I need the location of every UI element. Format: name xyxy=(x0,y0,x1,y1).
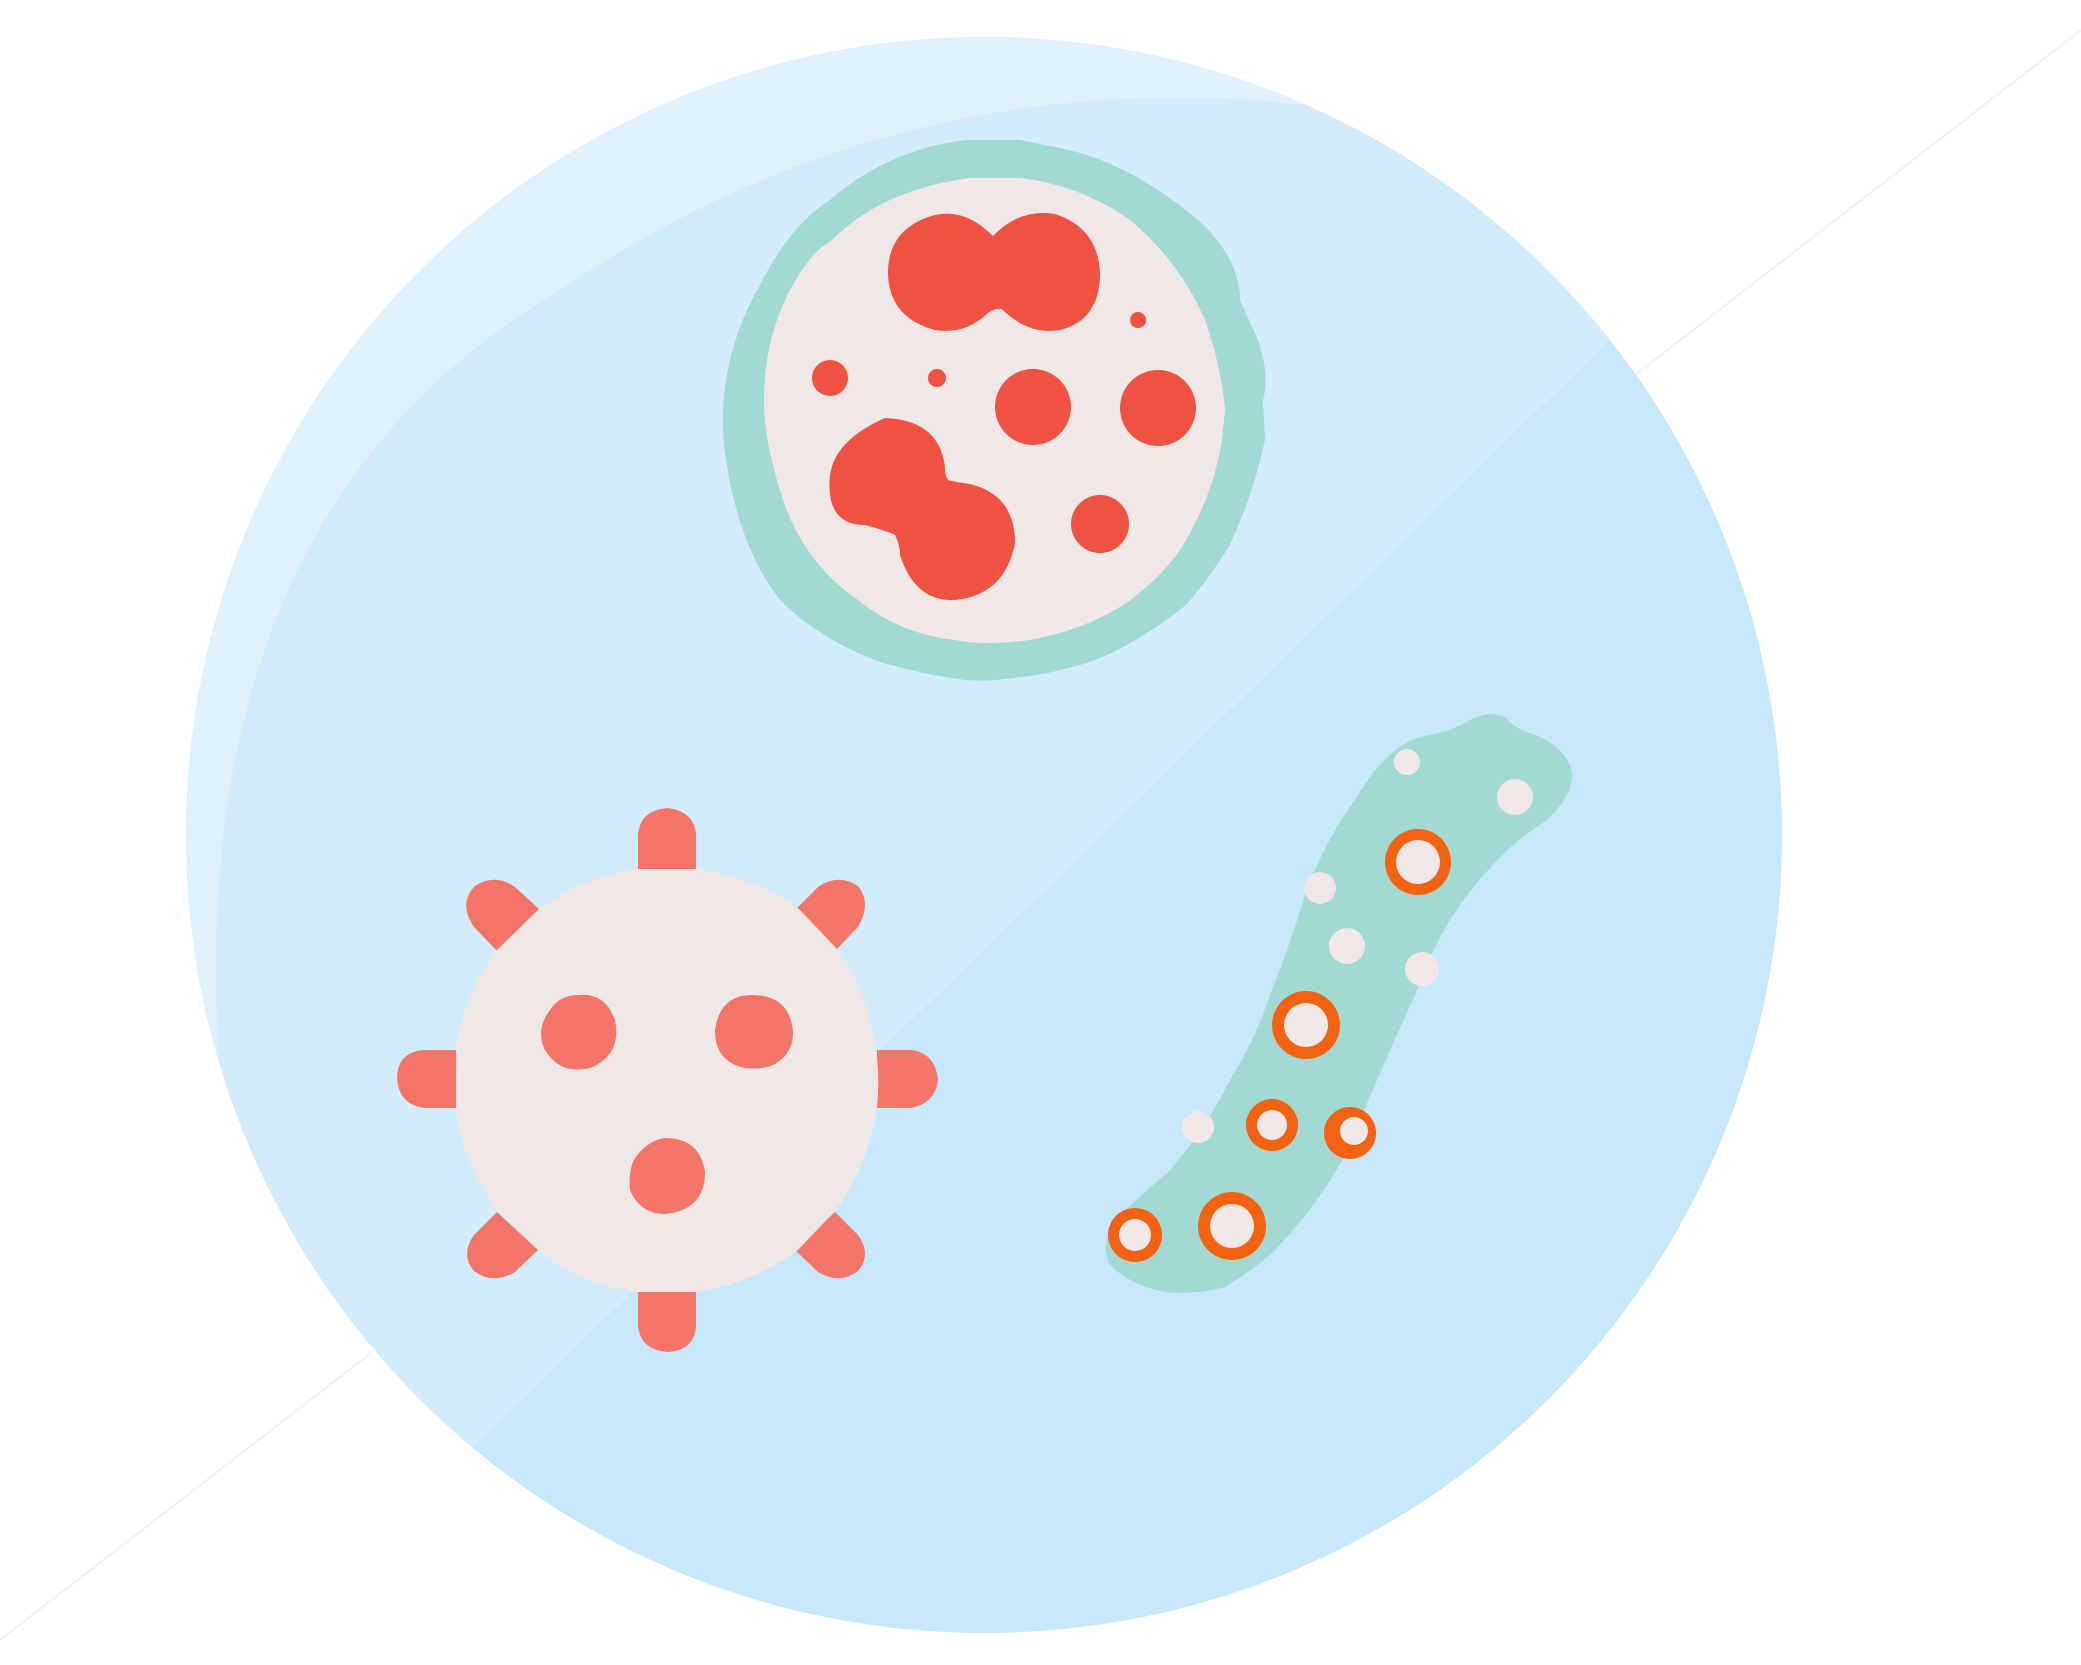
virus-spikes xyxy=(397,808,938,1352)
spore-ringed-1 xyxy=(1385,829,1451,895)
spore-ringed-4 xyxy=(1324,1107,1376,1159)
spore-plain-5 xyxy=(1405,952,1439,986)
spore-plain-3 xyxy=(1304,872,1336,904)
virus-spike-bottom xyxy=(638,1292,696,1352)
virus-capsid xyxy=(456,869,879,1292)
spore-ringed-6 xyxy=(1108,1208,1162,1262)
virus-spike-bottom-left xyxy=(467,1212,538,1279)
white-blood-cell xyxy=(723,140,1266,681)
virus-dot-3 xyxy=(629,1138,705,1214)
nucleus-granule-3 xyxy=(1071,495,1129,553)
bacterium-spores-ringed xyxy=(1108,829,1451,1262)
virus-spike-top-left xyxy=(466,879,540,951)
bacterium-spores-plain xyxy=(1182,749,1533,1143)
petri-dish-light-band xyxy=(186,37,1700,1633)
nucleus-lobe-top xyxy=(887,212,1100,331)
spore-plain-1 xyxy=(1394,749,1420,775)
spore-ringed-3 xyxy=(1246,1099,1298,1151)
virus-spike-top-right xyxy=(795,879,865,951)
spore-plain-6 xyxy=(1182,1111,1214,1143)
virus-spike-bottom-right xyxy=(795,1212,865,1279)
virus-spike-top xyxy=(638,808,696,869)
cell-nuclei xyxy=(812,212,1196,601)
spore-plain-2 xyxy=(1497,779,1533,815)
bacterium xyxy=(1105,714,1572,1293)
spore-plain-4 xyxy=(1329,928,1365,964)
spore-ringed-5 xyxy=(1198,1192,1266,1260)
virus-spike-right xyxy=(877,1050,938,1108)
nucleus-granule-6 xyxy=(1130,312,1146,328)
virus-spike-left xyxy=(397,1050,456,1108)
nucleus-granule-2 xyxy=(1120,370,1196,446)
petri-dish-rim-highlight xyxy=(186,37,1310,1100)
virus-dot-1 xyxy=(541,994,617,1070)
spore-ringed-2 xyxy=(1272,991,1340,1059)
nucleus-granule-1 xyxy=(995,369,1071,445)
nucleus-granule-5 xyxy=(928,369,946,387)
nucleus-lobe-bottom xyxy=(829,418,1015,601)
bacterium-body xyxy=(1105,714,1572,1293)
virus-dots xyxy=(541,994,793,1214)
nucleus-granule-4 xyxy=(812,360,848,396)
virus xyxy=(397,808,938,1352)
virus-dot-2 xyxy=(715,995,793,1069)
